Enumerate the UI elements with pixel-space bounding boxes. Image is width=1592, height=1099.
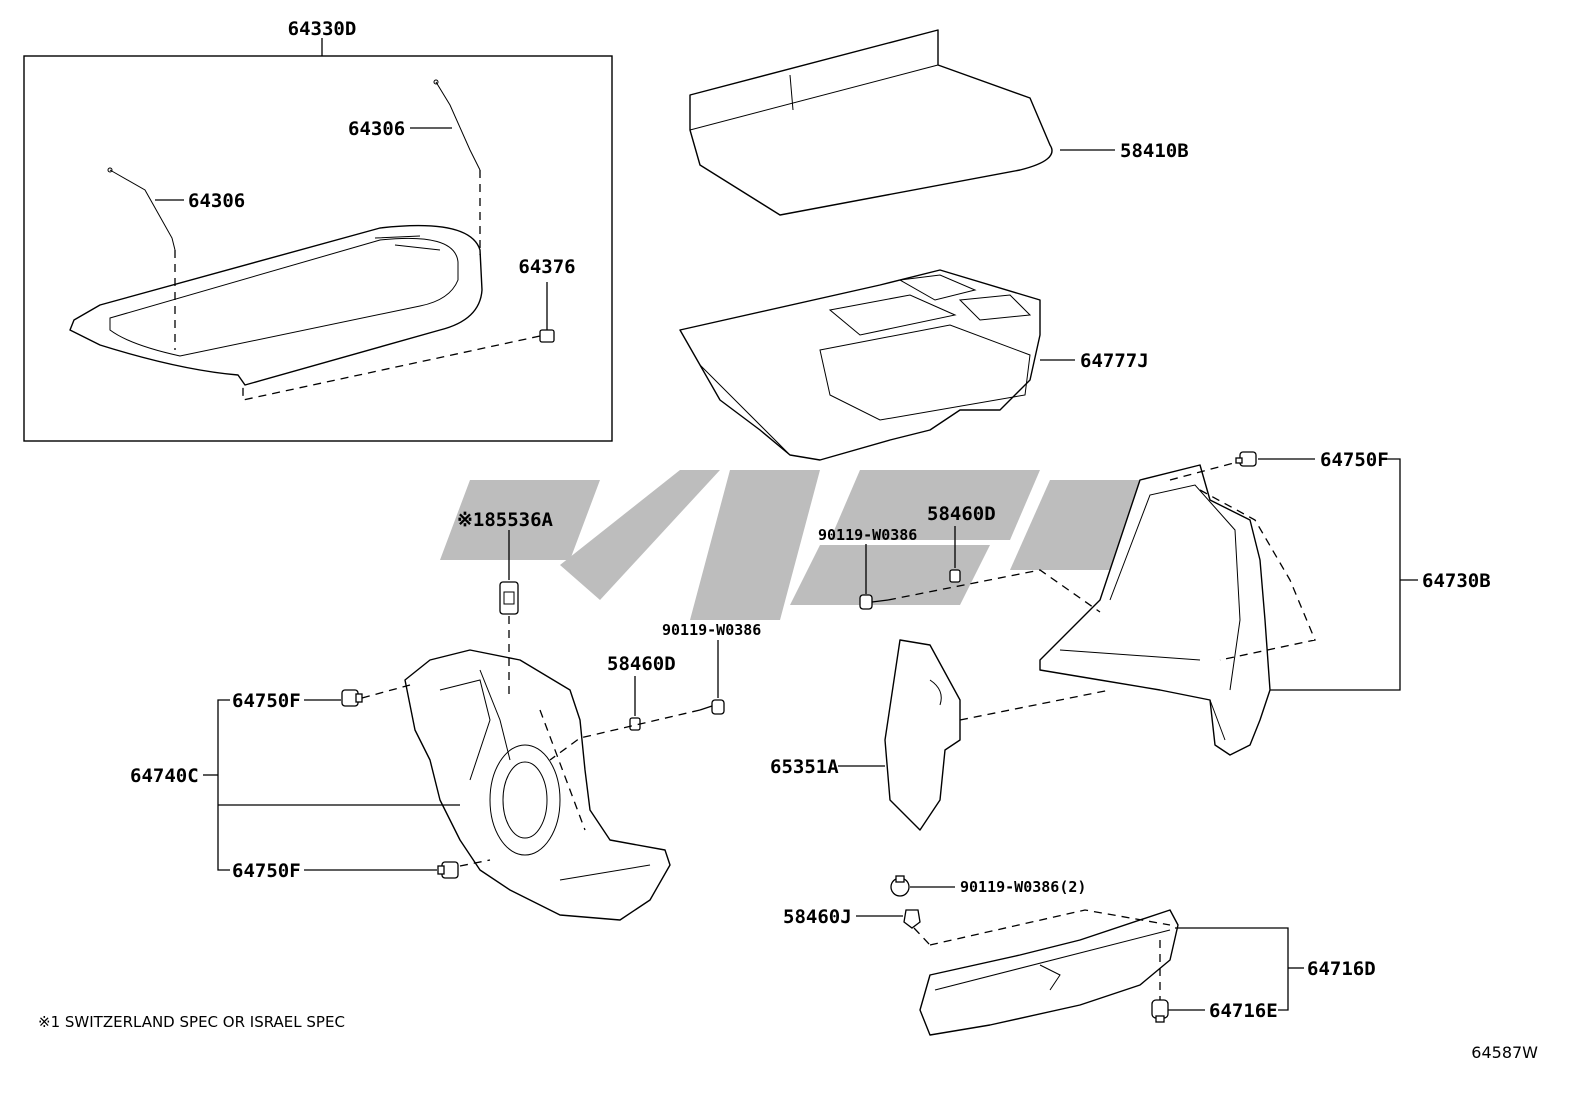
label-90119-W0386-right: 90119-W0386: [818, 526, 917, 544]
tray-strap-left: [109, 169, 176, 251]
cover-65351A: [884, 639, 961, 831]
group-box: [23, 55, 613, 442]
label-64777J: 64777J: [1080, 350, 1149, 372]
bolt-90119-center-icon: [699, 699, 725, 715]
clip-64750F-upper-icon: [341, 689, 363, 707]
label-64330D: 64330D: [288, 18, 357, 40]
footnote-spec: ※1 SWITZERLAND SPEC OR ISRAEL SPEC: [38, 1013, 345, 1031]
clip-64716E-icon: [1151, 999, 1169, 1023]
scuff-plate-group: 90119-W0386(2) 58460J 64716E 64716D: [783, 875, 1376, 1036]
nut-58460D-right-icon: [949, 569, 961, 583]
left-quarter-trim-group: ※185536A 90119-W0386 58460D 64750F 64750…: [130, 509, 761, 921]
package-tray-trim: [69, 224, 483, 386]
label-64306-lower: 64306: [188, 190, 245, 212]
label-90119-W0386-2: 90119-W0386(2): [960, 878, 1086, 896]
label-64306-upper: 64306: [348, 118, 405, 140]
clip-64750F-lower-icon: [437, 861, 459, 879]
label-64750F-upper: 64750F: [232, 690, 301, 712]
label-64716D: 64716D: [1307, 958, 1376, 980]
label-64750F-top: 64750F: [1320, 449, 1389, 471]
figure-number: 64587W: [1471, 1043, 1538, 1062]
deck-floor-box: [679, 269, 1041, 461]
watermark-logo: [440, 470, 1150, 620]
label-64730B: 64730B: [1422, 570, 1491, 592]
right-quarter-trim-group: 64750F 64730B 58460D 90119-W0386: [818, 449, 1491, 756]
label-58460J: 58460J: [783, 906, 852, 928]
trunk-mat: [689, 29, 1053, 216]
clip-64750F-top-icon: [1235, 451, 1257, 467]
nut-58460J-icon: [903, 909, 921, 929]
bolt-90119-right-icon: [859, 594, 889, 610]
label-58410B: 58410B: [1120, 140, 1189, 162]
tray-strap-right: [435, 81, 481, 171]
label-65351A: 65351A: [770, 756, 839, 778]
bracket-85536A-icon: [499, 581, 519, 615]
deck-box-group: 64777J: [679, 269, 1149, 461]
label-64376: 64376: [518, 256, 575, 278]
label-64716E: 64716E: [1209, 1000, 1278, 1022]
label-85536A: ※185536A: [457, 509, 554, 531]
clip-64376-icon: [539, 282, 555, 343]
cover-65351A-group: 65351A: [770, 639, 1111, 831]
rear-scuff-plate: [919, 909, 1179, 1036]
package-tray-group: 64330D 64306 64306 64376: [23, 18, 613, 442]
trunk-mat-group: 58410B: [689, 29, 1189, 216]
label-64740C: 64740C: [130, 765, 199, 787]
bolt-90119-bottom-icon: [890, 875, 910, 897]
label-58460D-center: 58460D: [607, 653, 676, 675]
label-64750F-lower: 64750F: [232, 860, 301, 882]
quarter-trim-left: [404, 649, 671, 921]
label-90119-W0386-center: 90119-W0386: [662, 621, 761, 639]
label-58460D-right: 58460D: [927, 503, 996, 525]
